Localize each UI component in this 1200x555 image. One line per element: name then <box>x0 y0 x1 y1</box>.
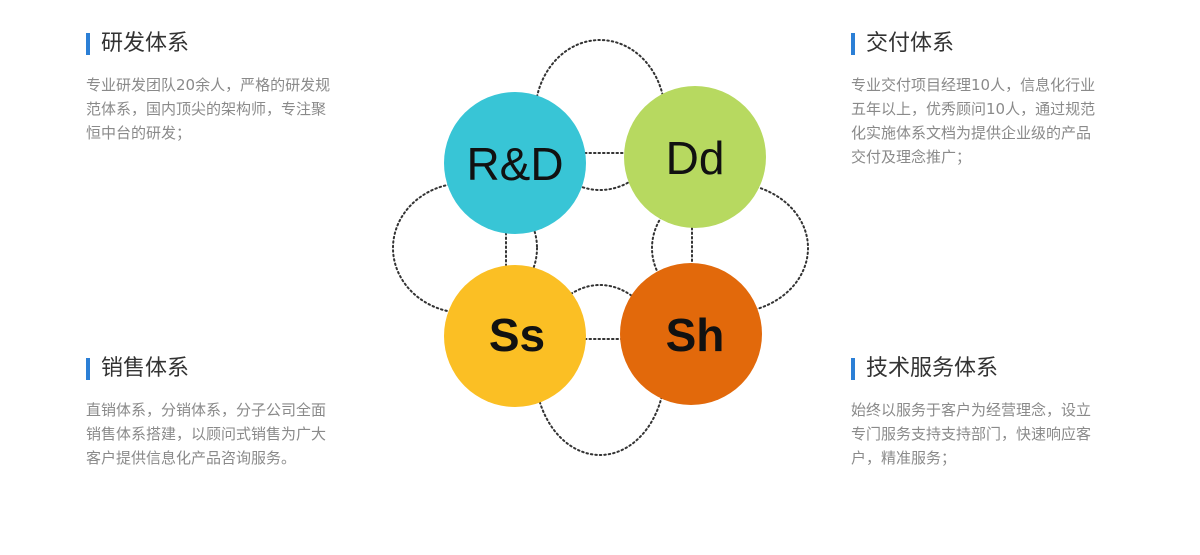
rd-circle <box>444 92 586 234</box>
title-accent-bar <box>86 33 90 55</box>
ss-panel: 销售体系 直销体系，分销体系，分子公司全面 销售体系搭建，以顾问式销售为广大 客… <box>86 356 348 470</box>
sh-panel: 技术服务体系 始终以服务于客户为经营理念，设立 专门服务支持支持部门，快速响应客… <box>851 356 1113 470</box>
ss-description: 直销体系，分销体系，分子公司全面 销售体系搭建，以顾问式销售为广大 客户提供信息… <box>86 401 327 467</box>
title-accent-bar <box>851 33 855 55</box>
ss-title-text: 销售体系 <box>101 356 190 381</box>
ss-circle <box>444 265 586 407</box>
ss-circle-label: Ss <box>489 309 545 361</box>
ss-title: 销售体系 <box>86 356 348 382</box>
sh-title: 技术服务体系 <box>851 356 1113 382</box>
dd-title-text: 交付体系 <box>866 31 955 56</box>
dd-title: 交付体系 <box>851 31 1113 57</box>
rd-title: 研发体系 <box>86 31 348 57</box>
dd-circle-label: Dd <box>666 132 725 184</box>
dd-circle-node: Dd <box>624 86 766 228</box>
sh-circle-node: Sh <box>620 263 762 405</box>
ss-circle-node: Ss <box>444 265 586 407</box>
sh-circle <box>620 263 762 405</box>
sh-description: 始终以服务于客户为经营理念，设立 专门服务支持支持部门，快速响应客 户，精准服务… <box>851 401 1092 467</box>
title-accent-bar <box>86 358 90 380</box>
dd-description: 专业交付项目经理10人，信息化行业 五年以上，优秀顾问10人，通过规范 化实施体… <box>851 76 1096 166</box>
rd-circle-label: R&D <box>466 138 563 190</box>
rd-panel: 研发体系 专业研发团队20余人，严格的研发规 范体系，国内顶尖的架构师，专注聚 … <box>86 31 348 145</box>
sh-circle-label: Sh <box>666 309 725 361</box>
dd-panel: 交付体系 专业交付项目经理10人，信息化行业 五年以上，优秀顾问10人，通过规范… <box>851 31 1113 169</box>
rd-description: 专业研发团队20余人，严格的研发规 范体系，国内顶尖的架构师，专注聚 恒中台的研… <box>86 76 331 142</box>
rd-title-text: 研发体系 <box>101 31 190 56</box>
dd-circle <box>624 86 766 228</box>
sh-title-text: 技术服务体系 <box>866 356 999 381</box>
title-accent-bar <box>851 358 855 380</box>
four-systems-diagram: R&D Dd Ss Sh <box>392 39 809 456</box>
rd-circle-node: R&D <box>444 92 586 234</box>
